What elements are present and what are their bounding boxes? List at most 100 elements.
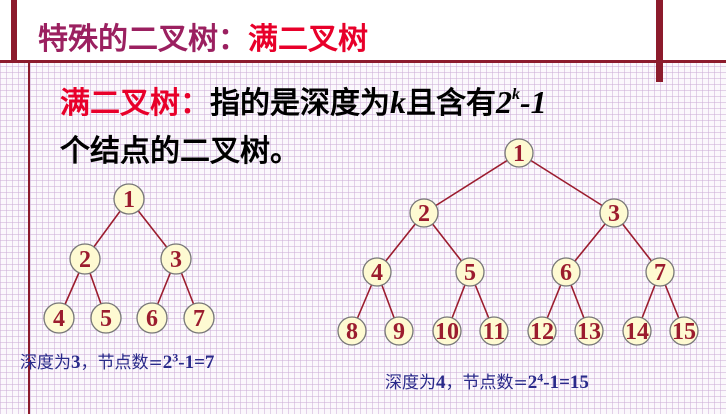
caption-exp: 4	[537, 370, 544, 385]
tree-node-1: 1	[504, 138, 534, 168]
right-accent-bar	[656, 0, 663, 82]
tree-edge	[423, 152, 520, 214]
title-band	[0, 0, 726, 62]
tree-node-label: 4	[371, 260, 383, 286]
caption-tail: -1=15	[543, 372, 589, 393]
tree-node-label: 4	[53, 306, 65, 332]
tree-node-label: 2	[418, 201, 430, 227]
tree-node-14: 14	[622, 316, 652, 346]
tree-node-circle	[455, 257, 485, 287]
tree-node-label: 6	[560, 260, 572, 286]
tree-node-circle	[479, 316, 509, 346]
tree-node-12: 12	[527, 316, 557, 346]
tree-node-circle	[504, 138, 534, 168]
tree-node-11: 11	[479, 316, 509, 346]
definition-exp: k	[512, 86, 520, 103]
tree-node-circle	[669, 316, 699, 346]
tree-node-circle	[183, 302, 215, 334]
tree-node-8: 8	[337, 316, 367, 346]
definition-line-1: 满二叉树：指的是深度为k且含有2k-1	[60, 78, 547, 122]
tree-edge	[518, 152, 615, 214]
caption-mid: ，节点数=	[445, 373, 528, 393]
definition-var-k: k	[390, 84, 406, 120]
tree-node-circle	[43, 302, 75, 334]
tree-node-circle	[384, 316, 414, 346]
left-rule	[28, 62, 30, 414]
definition-line-2: 个结点的二叉树。	[60, 134, 300, 169]
tree-node-6: 6	[136, 302, 168, 334]
tree-node-circle	[90, 302, 122, 334]
definition-term: 满二叉树：	[60, 86, 210, 121]
tree-node-label: 15	[672, 319, 696, 345]
tree-node-2: 2	[69, 243, 101, 275]
caption-depth: 3	[71, 352, 81, 373]
tree-node-7: 7	[183, 302, 215, 334]
tree-node-4: 4	[43, 302, 75, 334]
tree-node-circle	[622, 316, 652, 346]
caption-exp: 3	[172, 350, 179, 365]
tree-node-label: 1	[513, 141, 525, 167]
caption-depth-3: 深度为3，节点数=23-1=7	[20, 348, 214, 374]
caption-mid: ，节点数=	[80, 353, 163, 373]
left-accent-bar	[11, 0, 17, 62]
definition-text-a: 指的是深度为	[210, 86, 390, 121]
tree-node-2: 2	[409, 198, 439, 228]
tree-node-label: 14	[625, 319, 649, 345]
tree-node-circle	[574, 316, 604, 346]
full-binary-tree-depth-3: 1 2 3 4 5 6 7	[43, 183, 215, 334]
definition-base: 2	[496, 84, 512, 120]
tree-node-label: 11	[483, 319, 506, 345]
tree-node-label: 6	[146, 306, 158, 332]
tree-node-label: 9	[393, 319, 405, 345]
tree-node-13: 13	[574, 316, 604, 346]
tree-node-10: 10	[432, 316, 462, 346]
caption-depth-4: 深度为4，节点数=24-1=15	[385, 368, 589, 394]
tree-node-circle	[527, 316, 557, 346]
tree-node-5: 5	[90, 302, 122, 334]
tree-node-circle	[409, 198, 439, 228]
tree-node-label: 8	[346, 319, 358, 345]
tree-node-label: 1	[123, 187, 135, 213]
caption-tail: -1=7	[178, 352, 215, 373]
tree-node-1: 1	[113, 183, 145, 215]
tree-node-7: 7	[645, 257, 675, 287]
title-underline	[0, 60, 726, 63]
tree-node-circle	[551, 257, 581, 287]
tree-node-label: 10	[435, 319, 459, 345]
tree-node-circle	[599, 198, 629, 228]
tree-node-label: 3	[608, 201, 620, 227]
tree-node-6: 6	[551, 257, 581, 287]
tree-node-label: 5	[100, 306, 112, 332]
tree-node-circle	[160, 243, 192, 275]
caption-prefix: 深度为	[385, 373, 436, 393]
caption-base: 2	[527, 372, 538, 393]
tree-node-circle	[69, 243, 101, 275]
tree-node-circle	[113, 183, 145, 215]
title-part1: 特殊的二叉树：	[38, 22, 248, 57]
tree-node-label: 7	[654, 260, 666, 286]
definition-text-b: 且含有	[406, 86, 496, 121]
slide-title: 特殊的二叉树：满二叉树	[38, 14, 368, 58]
tree-node-5: 5	[455, 257, 485, 287]
tree-node-3: 3	[160, 243, 192, 275]
caption-base: 2	[162, 352, 173, 373]
tree-node-label: 3	[170, 247, 182, 273]
caption-prefix: 深度为	[20, 353, 71, 373]
tree-node-label: 7	[193, 306, 205, 332]
tree-node-label: 5	[464, 260, 476, 286]
caption-depth: 4	[436, 372, 446, 393]
tree-node-9: 9	[384, 316, 414, 346]
title-part2: 满二叉树	[248, 22, 368, 57]
tree-node-label: 13	[577, 319, 601, 345]
tree-node-15: 15	[669, 316, 699, 346]
definition-minus-one: -1	[520, 84, 547, 120]
tree-node-circle	[362, 257, 392, 287]
tree-node-3: 3	[599, 198, 629, 228]
tree-node-circle	[432, 316, 462, 346]
tree-node-circle	[645, 257, 675, 287]
tree-node-circle	[136, 302, 168, 334]
tree-node-circle	[337, 316, 367, 346]
tree-node-label: 2	[79, 247, 91, 273]
